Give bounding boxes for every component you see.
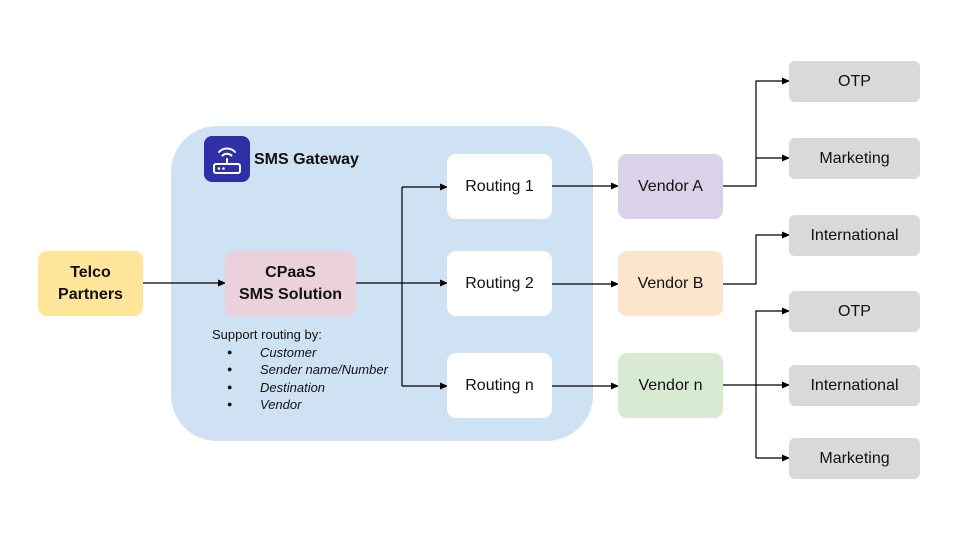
- cpaas-line-2: SMS Solution: [238, 285, 343, 303]
- routing-box-n: Routing n: [447, 353, 552, 418]
- support-routing-note: Support routing by: Customer Sender name…: [212, 326, 388, 414]
- telco-line-1: Telco: [70, 263, 111, 281]
- gateway-title: SMS Gateway: [254, 151, 359, 168]
- support-item: Vendor: [212, 396, 388, 414]
- support-heading: Support routing by:: [212, 327, 322, 342]
- dest-otp-a: OTP: [789, 61, 920, 102]
- vendor-a-box: Vendor A: [618, 154, 723, 219]
- routing-box-1: Routing 1: [447, 154, 552, 219]
- dest-otp-n: OTP: [789, 291, 920, 332]
- cpaas-box: CPaaS SMS Solution: [225, 251, 356, 316]
- support-item: Sender name/Number: [212, 361, 388, 379]
- support-item: Customer: [212, 344, 388, 362]
- cpaas-line-1: CPaaS: [265, 263, 316, 281]
- dest-international-n: International: [789, 365, 920, 406]
- dest-international-b: International: [789, 215, 920, 256]
- telco-line-2: Partners: [58, 285, 123, 303]
- dest-marketing-a: Marketing: [789, 138, 920, 179]
- support-list: Customer Sender name/Number Destination …: [212, 344, 388, 414]
- router-wifi-icon: [204, 136, 250, 182]
- vendor-n-box: Vendor n: [618, 353, 723, 418]
- dest-marketing-n: Marketing: [789, 438, 920, 479]
- support-item: Destination: [212, 379, 388, 397]
- vendor-b-box: Vendor B: [618, 251, 723, 316]
- routing-box-2: Routing 2: [447, 251, 552, 316]
- telco-partners-box: Telco Partners: [38, 251, 143, 316]
